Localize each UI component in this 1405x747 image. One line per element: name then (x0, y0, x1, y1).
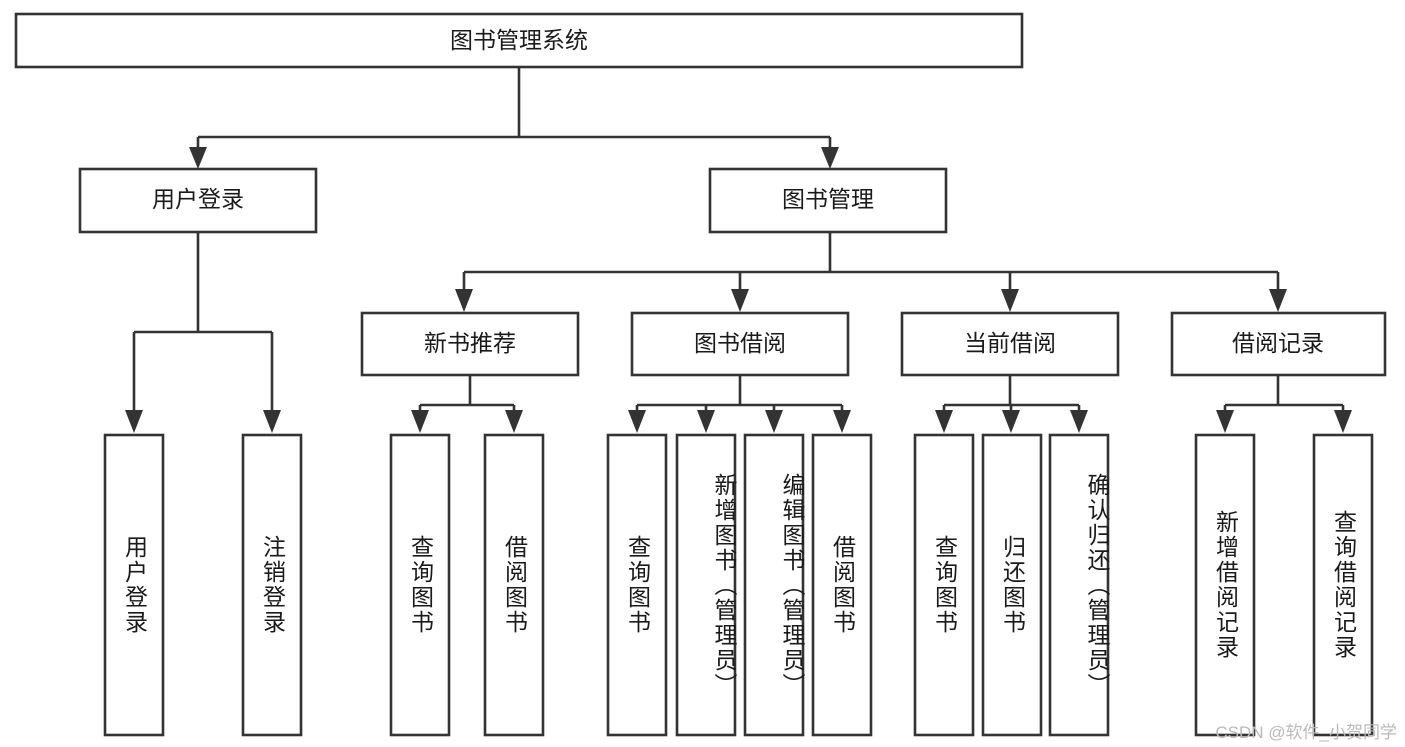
node-box-leaf-7[interactable] (811, 433, 873, 737)
arrowhead-leaf-add-record (1216, 410, 1234, 433)
arrowhead-leaf-query-book-2 (628, 410, 646, 433)
arrowhead-leaf-edit-book (765, 410, 783, 433)
arrowhead-new-book-rec (455, 289, 473, 312)
arrowhead-borrow-record (1269, 289, 1287, 312)
node-label-new-book-recommend: 新书推荐 (424, 330, 516, 356)
node-label-user-login: 用户登录 (152, 186, 244, 212)
node-box-leaf-3[interactable] (483, 433, 545, 737)
arrowhead-user-login (189, 147, 207, 169)
node-label-book-management: 图书管理 (782, 186, 874, 212)
arrowhead-leaf-query-book-3 (935, 410, 953, 433)
node-box-leaf-0[interactable] (103, 433, 165, 737)
arrowhead-book-mgmt (821, 147, 839, 169)
arrowhead-leaf-query-book-1 (411, 410, 429, 433)
node-box-leaf-4[interactable] (606, 433, 668, 737)
watermark-text: CSDN @软件_小贺同学 (1215, 723, 1397, 742)
node-box-leaf-6[interactable] (743, 433, 805, 737)
arrowhead-current-borrow (1001, 289, 1019, 312)
node-box-leaf-11[interactable] (1194, 433, 1256, 737)
node-box-leaf-12[interactable] (1312, 433, 1374, 737)
node-box-book-borrow[interactable] (630, 311, 850, 377)
arrowhead-leaf-confirm-return (1070, 410, 1088, 433)
arrowhead-leaf-return-book (1002, 410, 1020, 433)
node-box-current-borrow[interactable] (900, 311, 1120, 377)
node-box-borrow-record[interactable] (1170, 311, 1387, 377)
arrowhead-leaf-borrow-book-2 (833, 410, 851, 433)
node-box-user-login[interactable] (78, 167, 318, 234)
connectors-layer (125, 67, 1352, 433)
arrowhead-leaf-user-login (125, 410, 143, 433)
node-label-book-borrow: 图书借阅 (694, 330, 786, 356)
node-box-leaf-1[interactable] (241, 433, 303, 737)
node-box-leaf-9[interactable] (981, 433, 1043, 737)
node-box-root[interactable] (14, 12, 1024, 69)
nodes-layer: 图书管理系统 用户登录 图书管理 新书推荐 图书借阅 当前借阅 借阅记录 (14, 12, 1387, 737)
arrowhead-leaf-query-record (1334, 410, 1352, 433)
node-box-leaf-5[interactable] (675, 433, 737, 737)
node-box-leaf-2[interactable] (389, 433, 451, 737)
arrowhead-leaf-logout (263, 410, 281, 433)
node-box-leaf-8[interactable] (913, 433, 975, 737)
arrowhead-book-borrow (731, 289, 749, 312)
node-box-book-management[interactable] (708, 167, 948, 234)
node-box-leaf-10[interactable] (1048, 433, 1110, 737)
arrowhead-leaf-add-book (697, 410, 715, 433)
arrowhead-leaf-borrow-book-1 (505, 410, 523, 433)
node-label-current-borrow: 当前借阅 (964, 330, 1056, 356)
node-box-new-book-recommend[interactable] (360, 311, 580, 377)
node-label-borrow-record: 借阅记录 (1232, 330, 1324, 356)
node-label-root: 图书管理系统 (450, 27, 588, 53)
